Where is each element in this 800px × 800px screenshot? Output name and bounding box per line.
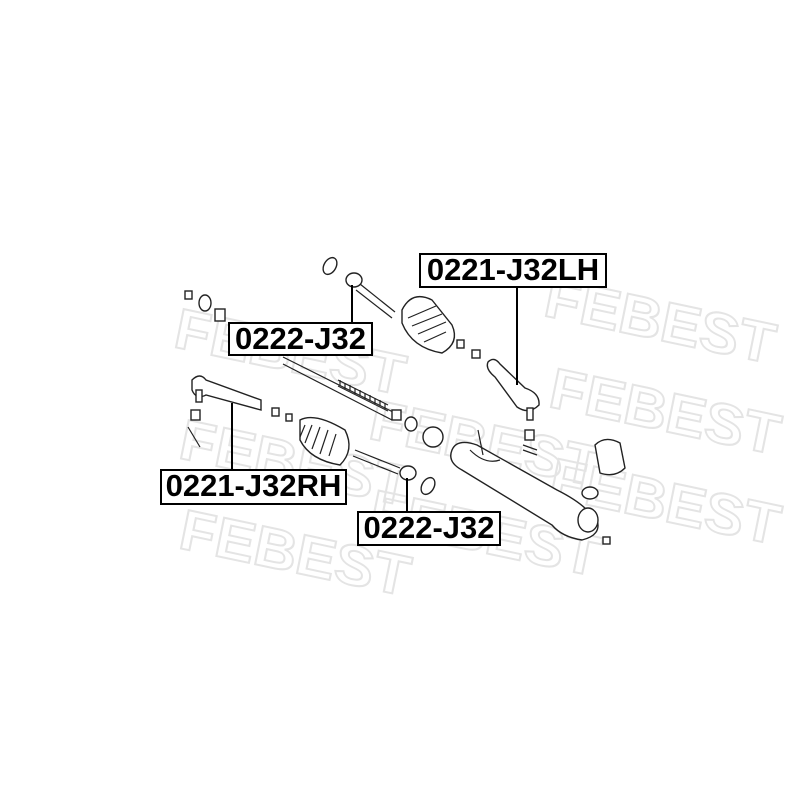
nut <box>602 536 611 545</box>
leader-line <box>231 403 233 469</box>
bushing <box>271 407 280 417</box>
steering-gear-housing <box>450 429 626 545</box>
rack-bushing <box>422 426 444 448</box>
tie-rod-end-lh <box>486 358 540 421</box>
leader-line <box>516 288 518 385</box>
nut <box>285 413 293 422</box>
valve-body <box>594 438 626 476</box>
part-label-tie-rod-end-lh: 0221-J32LH <box>419 253 607 288</box>
castle-nut <box>524 429 535 441</box>
bushing <box>214 308 226 322</box>
boot-clip <box>420 476 436 496</box>
tie-rod-end-rh <box>191 375 262 411</box>
bushing <box>471 349 481 359</box>
nut <box>184 290 193 300</box>
bellows-boot-top <box>401 296 456 354</box>
cotter-pin <box>187 426 201 448</box>
cotter-pin <box>522 444 538 456</box>
bellows-boot-bottom <box>299 416 350 466</box>
pinion-seal <box>577 507 599 533</box>
o-ring <box>581 486 599 500</box>
nut <box>456 339 465 349</box>
part-label-inner-tie-rod-top: 0222-J32 <box>228 322 373 356</box>
inner-tie-rod-top <box>345 272 396 319</box>
boot-clip <box>322 256 338 276</box>
castle-nut <box>190 409 201 421</box>
leader-line <box>351 285 353 322</box>
steering-rack <box>282 356 402 421</box>
part-label-inner-tie-rod-bottom: 0222-J32 <box>357 511 501 546</box>
inner-tie-rod-bottom <box>352 449 417 481</box>
o-ring <box>404 416 418 432</box>
leader-line <box>406 478 408 511</box>
part-label-tie-rod-end-rh: 0221-J32RH <box>160 469 347 505</box>
washer <box>198 294 212 312</box>
